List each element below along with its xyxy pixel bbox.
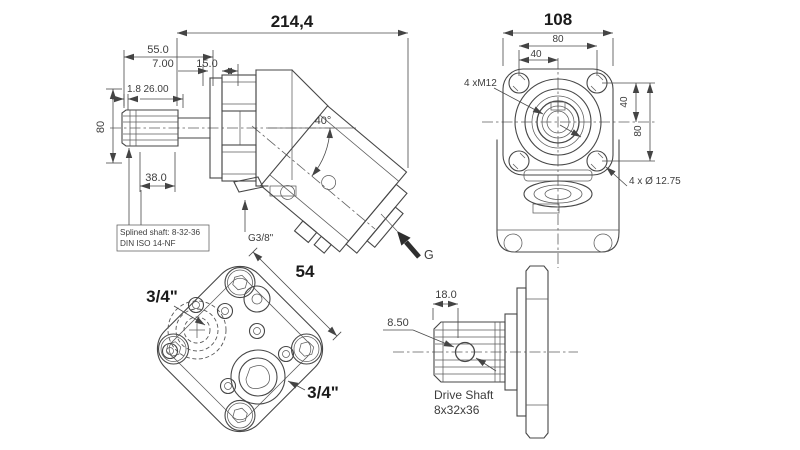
bent-housing: [259, 105, 408, 254]
view-arrow-label: G: [424, 248, 434, 262]
port-size-callout-bottom: 3/4": [287, 380, 339, 402]
port-size-callout-top: 3/4": [146, 287, 206, 326]
gauge-port-callout: G3/8": [241, 200, 274, 244]
port-label-top: 3/4": [146, 287, 178, 306]
overall-length-dimension: 214,4: [176, 12, 409, 168]
overall-length-label: 214,4: [271, 12, 314, 31]
pump-body: [233, 69, 329, 197]
bolt-half-h-label: 40: [530, 49, 542, 60]
port-view: 3/4" 3/4" 54: [146, 247, 342, 433]
pilot-length-label: 15.0: [196, 58, 217, 70]
corner-screw: [290, 333, 323, 365]
front-body: [496, 139, 620, 253]
bolt-spacing-v-label: 80: [633, 125, 644, 137]
gauge-port-tab: [233, 176, 264, 193]
pin-hole-label: 8.50: [387, 317, 408, 329]
hole-diameter-callout: 4 x Ø 12.75: [605, 166, 681, 187]
shaft-length-label: 38.0: [145, 172, 166, 184]
port-block: [293, 220, 318, 244]
splined-shaft: [121, 109, 211, 147]
thread-callout: 4 xM12: [464, 78, 582, 138]
thread-callout-label: 4 xM12: [464, 78, 497, 89]
bolt-spacing-dimensions-right: 40 80: [602, 82, 655, 162]
port-flange: [156, 265, 324, 433]
flange-thickness-label: 7.00: [152, 58, 173, 70]
foot-lobe: [503, 233, 523, 253]
front-dimensions: 55.0 7.00 15.0: [123, 44, 239, 106]
view-direction-arrow: G: [380, 213, 434, 262]
overall-width-label: 108: [544, 10, 572, 29]
spline-note: Splined shaft: 8-32-36 DIN ISO 14-NF: [116, 148, 210, 252]
spline-length-label: 26.00: [143, 84, 168, 95]
bolt-half-v-label: 40: [619, 96, 630, 108]
shaft-caption: Drive Shaft 8x32x36: [434, 388, 494, 417]
port-label-bottom: 3/4": [307, 383, 339, 402]
corner-screw: [224, 399, 256, 432]
bolt-spacing-dimensions-top: 80 40: [518, 34, 598, 76]
spline-dimensions: 1.8 26.00: [112, 84, 184, 110]
shaft-caption-line1: Drive Shaft: [434, 388, 494, 402]
flange-height-dimension: 80: [95, 88, 122, 164]
side-view: 40° 214,4 55.0 7.00 15.0 1.8 26.00: [95, 12, 434, 262]
spline-length-label: 18.0: [435, 289, 456, 301]
bent-axis-centerline: [251, 125, 376, 230]
pin-hole-callout: 8.50: [383, 317, 497, 372]
g-arrow-icon: [397, 231, 411, 246]
pressure-port-solid: [230, 349, 286, 405]
foot-lobe: [593, 233, 613, 253]
bend-angle-label: 40°: [315, 115, 332, 127]
front-length-label: 55.0: [147, 44, 168, 56]
shaft-detail-view: 18.0 8.50 Drive Shaft 8x32x36: [383, 265, 578, 439]
angle-dimension: 40°: [311, 115, 333, 177]
spline-note-line2: DIN ISO 14-NF: [120, 239, 176, 248]
front-view: 108 80 40 40 80 4 xM12: [464, 10, 681, 268]
port-spacing-dimension: 54: [248, 247, 342, 341]
corner-screw: [224, 266, 256, 299]
hole-callout-label: 4 x Ø 12.75: [629, 176, 681, 187]
flange-height-label: 80: [95, 121, 107, 133]
port-spacing-label: 54: [296, 262, 315, 281]
spline-note-line1: Splined shaft: 8-32-36: [120, 228, 201, 237]
spline-offset-label: 1.8: [127, 84, 141, 95]
pin-hole: [454, 341, 476, 363]
spline-length-dimension: 18.0: [432, 289, 459, 338]
port-block: [313, 235, 333, 254]
shaft-length-dimension: 38.0: [139, 152, 176, 192]
shaft-flange-plates: [504, 265, 549, 439]
overall-width-dimension: 108: [502, 10, 614, 66]
bolt-spacing-h-label: 80: [552, 34, 564, 45]
port-thread-label: G3/8": [248, 233, 274, 244]
flange-outline: [502, 68, 614, 176]
central-bore: [514, 78, 602, 166]
shaft-caption-line2: 8x32x36: [434, 403, 480, 417]
